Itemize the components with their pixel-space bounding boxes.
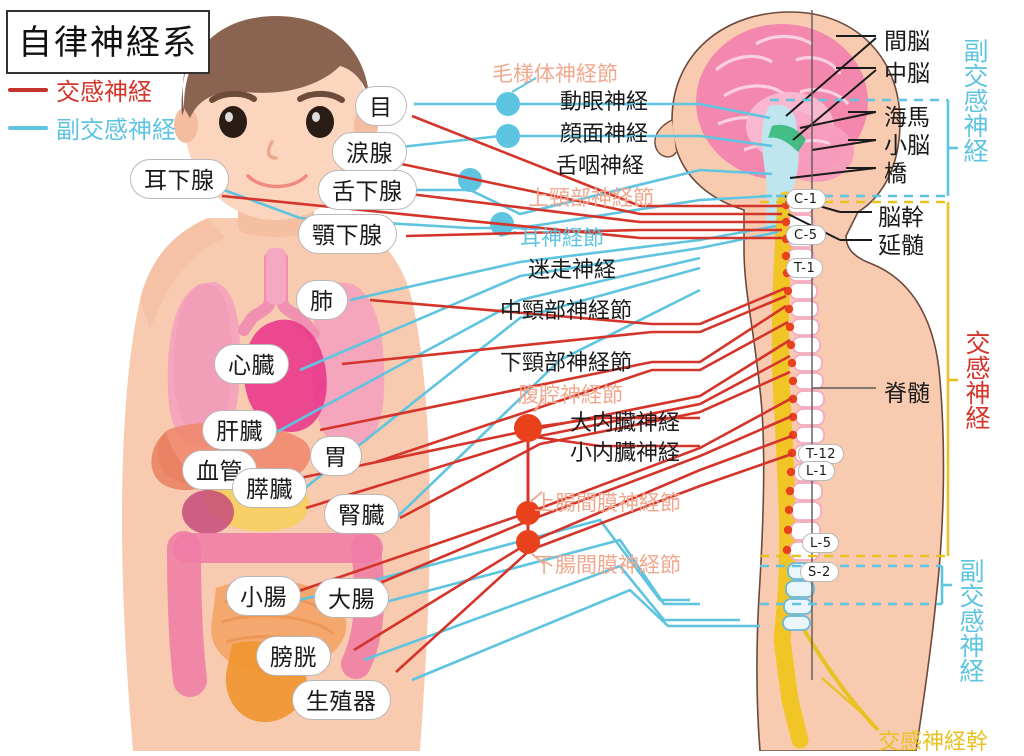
brain-label-hippocampus: 海馬	[884, 105, 930, 131]
vertebra-marker-t1: T-1	[786, 258, 824, 278]
left-body-figure	[122, 16, 430, 751]
organ-label-pancreas[interactable]: 膵臓	[232, 468, 307, 508]
brain-label-brainstem: 脳幹	[878, 205, 924, 231]
organ-label-genitals-text: 生殖器	[306, 689, 377, 715]
nerve-label-lesser-splanchnic-nerve: 小内臓神経	[570, 441, 681, 466]
legend-label-sympathetic: 交感神経	[56, 78, 152, 106]
organ-label-lung[interactable]: 肺	[296, 280, 348, 320]
organ-label-eye-text: 目	[369, 95, 393, 121]
vertebra-marker-t12-text: T-12	[806, 446, 836, 462]
organ-label-kidney-text: 腎臓	[338, 503, 385, 529]
region-brackets	[760, 98, 958, 606]
organ-label-parotid-gland[interactable]: 耳下腺	[130, 159, 229, 199]
brain-label-medulla-oblongata: 延髄	[878, 233, 924, 259]
brain-label-midbrain: 中脳	[884, 61, 930, 87]
page-title: 自律神経系	[6, 10, 210, 74]
organ-label-stomach[interactable]: 胃	[310, 436, 362, 476]
organ-label-submandibular-gland[interactable]: 顎下腺	[298, 214, 397, 254]
organ-label-sublingual-gland[interactable]: 舌下腺	[318, 170, 417, 210]
organ-label-parotid-gland-text: 耳下腺	[144, 168, 215, 194]
organ-label-genitals[interactable]: 生殖器	[292, 680, 391, 720]
vertebra-marker-l5: L-5	[802, 533, 840, 553]
nerve-label-vagus-nerve: 迷走神経	[528, 258, 617, 283]
nerve-label-otic-ganglion: 耳神経節	[520, 226, 604, 250]
organ-label-liver[interactable]: 肝臓	[202, 410, 277, 450]
legend-label-parasympathetic: 副交感神経	[56, 116, 176, 144]
nerve-label-oculomotor-nerve: 動眼神経	[560, 90, 649, 115]
bracket-label-cranial-parasympathetic: 副交感神経	[960, 38, 989, 163]
vertebra-marker-c1-text: C-1	[794, 191, 818, 207]
prevertebral-ganglia	[514, 414, 542, 554]
nerve-label-celiac-ganglion: 腹腔神経節	[518, 383, 623, 407]
organ-label-heart[interactable]: 心臓	[214, 344, 289, 384]
bracket-label-sacral-parasympathetic: 副交感神経	[956, 558, 985, 683]
legend-swatch-parasympathetic	[8, 125, 48, 130]
trunk-leader-line	[821, 677, 873, 723]
organ-label-lacrimal-gland[interactable]: 涙腺	[332, 132, 407, 172]
vertebra-marker-s2: S-2	[800, 562, 839, 582]
vertebra-marker-c1: C-1	[786, 189, 826, 209]
organ-label-lacrimal-gland-text: 涙腺	[346, 141, 393, 167]
organ-label-bladder-text: 膀胱	[270, 645, 317, 671]
vertebra-marker-l1: L-1	[798, 461, 836, 481]
organ-label-large-intestine[interactable]: 大腸	[314, 578, 389, 618]
organ-label-eye[interactable]: 目	[355, 86, 407, 126]
organ-label-small-intestine[interactable]: 小腸	[226, 576, 301, 616]
organ-label-liver-text: 肝臓	[216, 419, 263, 445]
nerve-label-glossopharyngeal-nerve: 舌咽神経	[556, 154, 645, 179]
vertebra-marker-s2-text: S-2	[808, 564, 831, 580]
legend-swatch-sympathetic	[8, 87, 48, 92]
brain-label-spinal-cord: 脊髄	[884, 381, 930, 407]
nerve-label-ciliary-ganglion: 毛様体神経節	[492, 62, 618, 86]
organ-label-lung-text: 肺	[310, 289, 334, 315]
nerve-label-inferior-cervical-ganglion: 下頸部神経節	[500, 351, 633, 376]
brain-label-diencephalon: 間脳	[884, 29, 930, 55]
nerve-label-superior-cervical-ganglion: 上頸部神経節	[528, 186, 654, 210]
vertebra-marker-l1-text: L-1	[806, 463, 828, 479]
organ-label-submandibular-gland-text: 顎下腺	[312, 223, 383, 249]
nerve-label-middle-cervical-ganglion: 中頸部神経節	[500, 299, 633, 324]
organ-label-sublingual-gland-text: 舌下腺	[332, 179, 403, 205]
parasympathetic-pathways	[223, 77, 779, 682]
nerve-label-facial-nerve: 顔面神経	[560, 122, 649, 147]
organ-label-small-intestine-text: 小腸	[240, 585, 287, 611]
organ-label-bladder[interactable]: 膀胱	[256, 636, 331, 676]
organ-label-stomach-text: 胃	[324, 445, 348, 471]
legend-item-parasympathetic: 副交感神経	[8, 110, 176, 145]
nerve-label-inferior-mesenteric-ganglion: 下腸間膜神経節	[534, 553, 681, 577]
vertebra-marker-c5: C-5	[786, 225, 826, 245]
nerve-label-superior-mesenteric-ganglion: 上腸間膜神経節	[534, 491, 681, 515]
organ-label-kidney[interactable]: 腎臓	[324, 494, 399, 534]
vertebra-marker-l5-text: L-5	[810, 535, 832, 551]
brain-label-cerebellum: 小脳	[884, 133, 930, 159]
legend-item-sympathetic: 交感神経	[8, 72, 152, 107]
nerve-label-greater-splanchnic-nerve: 大内臓神経	[570, 411, 681, 436]
organ-label-heart-text: 心臓	[228, 353, 275, 379]
sympathetic-pathways	[221, 114, 793, 673]
sympathetic-trunk-label: 交感神経幹	[878, 730, 989, 755]
brain-label-pons: 橋	[884, 161, 907, 187]
organ-label-pancreas-text: 膵臓	[246, 477, 293, 503]
organ-label-large-intestine-text: 大腸	[328, 587, 375, 613]
bracket-label-thoracolumbar-sympathetic: 交感神経	[962, 330, 991, 430]
vertebra-marker-t1-text: T-1	[794, 260, 816, 276]
vertebra-marker-c5-text: C-5	[794, 227, 818, 243]
